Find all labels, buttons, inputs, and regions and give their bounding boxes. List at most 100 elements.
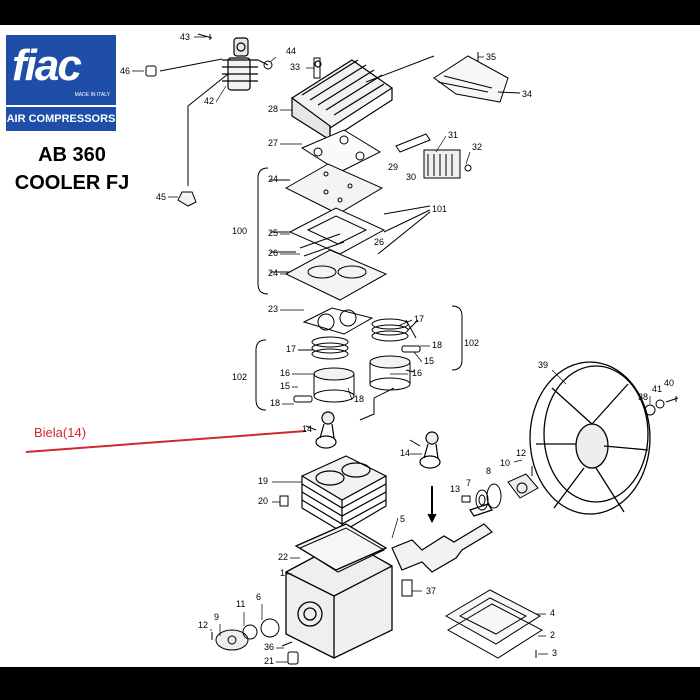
highlight-label: Biela(14) (34, 425, 87, 440)
callout-16b: 16 (280, 368, 290, 378)
logo-emblem: fiac MADE IN ITALY (6, 35, 116, 105)
callout-16a: 16 (412, 368, 422, 378)
callout-26a: 26 (374, 237, 384, 247)
part-8-bearing (486, 483, 502, 509)
callout-42: 42 (204, 96, 214, 106)
callout-38: 38 (638, 392, 648, 402)
part-46-nut (145, 65, 157, 77)
callout-102a: 102 (464, 338, 479, 348)
callout-32: 32 (472, 142, 482, 152)
part-29-reed (395, 133, 431, 153)
callout-44: 44 (286, 46, 296, 56)
callout-2: 2 (550, 630, 555, 640)
callout-28: 28 (268, 104, 278, 114)
part-42-valve (222, 37, 258, 91)
logo-brand: fiac (12, 41, 82, 90)
callout-101: 101 (432, 204, 447, 214)
callout-100: 100 (232, 226, 247, 236)
callout-18b: 18 (354, 394, 364, 404)
part-14-connecting-rod (315, 411, 337, 449)
part-31-head-block (423, 149, 461, 179)
part-36-screw (281, 641, 293, 647)
part-17-rings-left (311, 336, 349, 360)
part-4-sight-plate (444, 589, 541, 645)
part-6-bearing (260, 618, 280, 638)
part-7-bearing (475, 489, 489, 511)
part-40-bolt (665, 396, 679, 403)
callout-24b: 24 (268, 268, 278, 278)
callout-21: 21 (264, 656, 274, 666)
parts-drawing: 43 44 46 42 45 33 35 34 28 27 31 32 29 3… (25, 32, 679, 666)
callout-13: 13 (450, 484, 460, 494)
part-39-flywheel (529, 361, 651, 515)
callout-43: 43 (180, 32, 190, 42)
callout-18a: 18 (432, 340, 442, 350)
callout-35: 35 (486, 52, 496, 62)
callout-10: 10 (500, 458, 510, 468)
part-19-cylinder (300, 455, 388, 534)
part-21-drain (287, 651, 299, 665)
part-16-piston-right (369, 355, 411, 391)
callout-17a: 17 (414, 314, 424, 324)
part-11-seal (242, 624, 258, 640)
callout-24a: 24 (268, 174, 278, 184)
part-28-cylinder-head (290, 59, 394, 142)
callout-31: 31 (448, 130, 458, 140)
callout-37: 37 (426, 586, 436, 596)
callout-102b: 102 (232, 372, 247, 382)
callout-22: 22 (278, 552, 288, 562)
callout-41: 41 (652, 384, 662, 394)
callout-25: 25 (268, 228, 278, 238)
part-32-screw (464, 164, 472, 172)
callout-4: 4 (550, 608, 555, 618)
bracket-102-right (451, 305, 463, 371)
callout-9: 9 (214, 612, 219, 622)
callout-15a: 15 (424, 356, 434, 366)
callout-39: 39 (538, 360, 548, 370)
callout-15b: 15 (280, 381, 290, 391)
part-5-crankshaft (391, 503, 493, 573)
callout-8: 8 (486, 466, 491, 476)
logo-tagline: MADE IN ITALY (74, 92, 110, 98)
part-26-strips (299, 233, 345, 257)
callout-14b: 14 (400, 448, 410, 458)
callout-6: 6 (256, 592, 261, 602)
model-title: AB 360 COOLER FJ (2, 141, 142, 197)
model-line-1: AB 360 (38, 144, 106, 166)
callout-5: 5 (400, 514, 405, 524)
part-24-plate-upper (284, 163, 384, 215)
callout-33: 33 (290, 62, 300, 72)
callout-19: 19 (258, 476, 268, 486)
callout-34: 34 (522, 89, 532, 99)
part-number-labels: 43 44 46 42 45 33 35 34 28 27 31 32 29 3… (120, 32, 674, 666)
callout-3: 3 (552, 648, 557, 658)
model-line-2: COOLER FJ (14, 172, 130, 194)
part-2-gasket (446, 603, 543, 659)
part-9-cover (215, 629, 249, 651)
callout-11: 11 (236, 599, 245, 609)
callout-29: 29 (388, 162, 398, 172)
callout-45: 45 (156, 192, 166, 202)
highlight-underline (25, 430, 307, 453)
callout-18c: 18 (270, 398, 280, 408)
part-22-gasket (298, 527, 386, 573)
bracket-102-left (255, 339, 267, 411)
callout-12b: 12 (198, 620, 208, 630)
callout-26b: 26 (268, 248, 278, 258)
exploded-diagram-sheet: fiac MADE IN ITALY AIR COMPRESSORS AB 36… (0, 25, 700, 667)
part-14-connecting-rod-2 (419, 431, 441, 469)
part-10-flange (507, 473, 539, 499)
callout-27: 27 (268, 138, 278, 148)
fiac-logo: fiac MADE IN ITALY AIR COMPRESSORS (6, 35, 116, 131)
part-15-pin-left (293, 395, 313, 403)
part-37-plug (401, 579, 413, 597)
leader-lines (132, 36, 651, 663)
part-44-oring (263, 60, 273, 70)
part-15-pin-right (401, 345, 421, 353)
part-43-screw (197, 33, 213, 40)
callout-17b: 17 (286, 344, 296, 354)
part-41-washer (655, 399, 665, 409)
part-16-piston-left (313, 367, 355, 403)
callout-1: 1 (280, 568, 285, 578)
part-25-gasket (288, 207, 386, 255)
